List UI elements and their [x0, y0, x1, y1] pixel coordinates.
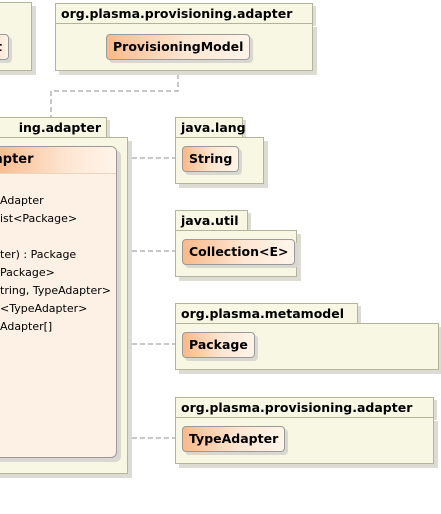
class-box-main-adapter[interactable]: apter — [0, 146, 117, 458]
package-tab: org.plasma.provisioning.adapter — [175, 397, 434, 417]
package-tab: org.plasma.metamodel — [175, 303, 358, 323]
class-box-package[interactable]: Package — [182, 332, 255, 358]
class-label: ct — [0, 39, 2, 54]
class-member: Package> — [0, 266, 55, 279]
class-label: Package — [189, 337, 248, 352]
class-box-collection[interactable]: Collection<E> — [182, 239, 296, 265]
package-title: java.util — [181, 213, 239, 228]
class-member: ist<Package> — [0, 212, 78, 225]
package-tab: java.lang — [175, 117, 246, 137]
package-tab: org.plasma.provisioning.adapter — [55, 3, 313, 23]
package-tab: ing.adapter — [0, 117, 107, 137]
package-title: org.plasma.metamodel — [181, 306, 345, 321]
class-header: apter — [0, 147, 116, 174]
class-member: Adapter — [0, 194, 44, 207]
class-box-provisioningmodel[interactable]: ProvisioningModel — [106, 34, 251, 60]
class-box-string[interactable]: String — [182, 146, 240, 172]
generalization-line — [50, 74, 179, 140]
package-title: org.plasma.provisioning.adapter — [61, 6, 293, 21]
class-label: String — [189, 151, 233, 166]
class-member: ter) : Package — [0, 248, 77, 261]
class-box-typeadapter[interactable]: TypeAdapter — [182, 426, 286, 452]
class-box-top-left[interactable]: ct — [0, 34, 9, 60]
package-tab: java.util — [175, 210, 248, 230]
package-title: ing.adapter — [18, 120, 101, 135]
class-member: Adapter[] — [0, 320, 53, 333]
class-label: Collection<E> — [189, 244, 289, 259]
class-label: TypeAdapter — [189, 431, 279, 446]
class-label: apter — [0, 152, 34, 167]
package-title: java.lang — [181, 120, 246, 135]
class-label: ProvisioningModel — [113, 39, 244, 54]
package-title: org.plasma.provisioning.adapter — [181, 400, 413, 415]
class-member: tring, TypeAdapter> — [0, 284, 111, 297]
class-member: <TypeAdapter> — [0, 302, 88, 315]
